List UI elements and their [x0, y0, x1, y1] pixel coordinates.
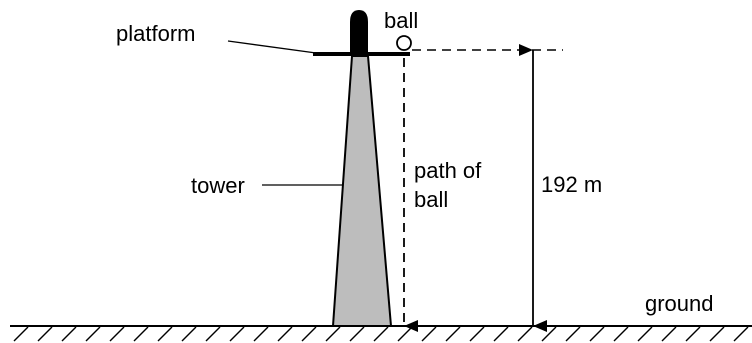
path-label-line2: ball	[414, 187, 448, 212]
ground-label: ground	[645, 291, 714, 316]
ground-hatch-mark	[349, 326, 365, 342]
platform-leader-line	[227, 40, 317, 54]
ground-hatch-mark	[277, 326, 293, 342]
ground-hatch-mark	[85, 326, 101, 342]
ground-hatch-mark	[253, 326, 269, 342]
ground-hatch-mark	[421, 326, 437, 342]
ground-hatch-mark	[229, 326, 245, 342]
tower-label: tower	[191, 173, 245, 198]
ground-hatch-mark	[445, 326, 461, 342]
ground-hatch-mark	[541, 326, 557, 342]
ground-hatch-mark	[685, 326, 701, 342]
ground-hatch-mark	[37, 326, 53, 342]
ground-hatch-mark	[397, 326, 413, 342]
ground-hatch-mark	[661, 326, 677, 342]
ground-hatch-mark	[109, 326, 125, 342]
ground-hatching	[13, 326, 749, 342]
ground-hatch-mark	[709, 326, 725, 342]
ground-hatch-mark	[637, 326, 653, 342]
path-label-line1: path of	[414, 158, 482, 183]
ground-hatch-mark	[733, 326, 749, 342]
ground-hatch-mark	[493, 326, 509, 342]
ball-label: ball	[384, 8, 418, 33]
ground-hatch-mark	[469, 326, 485, 342]
height-label: 192 m	[541, 172, 602, 197]
ground-hatch-mark	[301, 326, 317, 342]
ground-hatch-mark	[157, 326, 173, 342]
ground-hatch-mark	[517, 326, 533, 342]
ground-hatch-mark	[325, 326, 341, 342]
ground-hatch-mark	[13, 326, 29, 342]
platform-label: platform	[116, 21, 195, 46]
ground-hatch-mark	[565, 326, 581, 342]
ground-hatch-mark	[589, 326, 605, 342]
tower-top-cap	[350, 10, 368, 53]
ground-hatch-mark	[181, 326, 197, 342]
ground-hatch-mark	[133, 326, 149, 342]
ball-icon	[396, 35, 412, 51]
ground-hatch-mark	[373, 326, 389, 342]
ground-hatch-mark	[61, 326, 77, 342]
tower-shape	[331, 55, 393, 327]
ground-hatch-mark	[613, 326, 629, 342]
ground-hatch-mark	[205, 326, 221, 342]
